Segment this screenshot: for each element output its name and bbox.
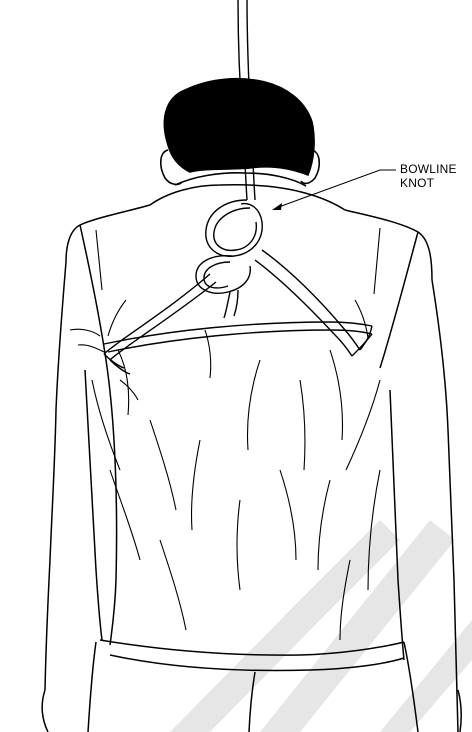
callout-line-2: KNOT [400, 176, 457, 190]
neck [175, 173, 306, 186]
left-shoulder [66, 205, 150, 262]
bowline-knot-label: BOWLINE KNOT [400, 162, 457, 190]
knot-loop-inner [214, 208, 257, 250]
back-seam-left [106, 360, 117, 645]
left-leg [88, 642, 96, 732]
rope [104, 0, 372, 374]
loop-left-outer [104, 274, 210, 354]
hair [164, 79, 314, 175]
loop-right-outer [262, 250, 360, 350]
right-armhole [380, 232, 418, 368]
tail-right [234, 290, 238, 316]
callout-line-1: BOWLINE [400, 162, 457, 176]
left-armhole [80, 225, 106, 360]
left-hand [42, 690, 48, 732]
loop-right-inner [255, 260, 352, 356]
tail-left [224, 292, 230, 318]
right-shoulder [345, 210, 432, 280]
left-sleeve-outer [45, 262, 66, 690]
watermark [170, 520, 472, 732]
right-wrap-2 [352, 334, 372, 356]
band-bottom [108, 330, 372, 352]
right-sleeve-inner [390, 390, 404, 660]
